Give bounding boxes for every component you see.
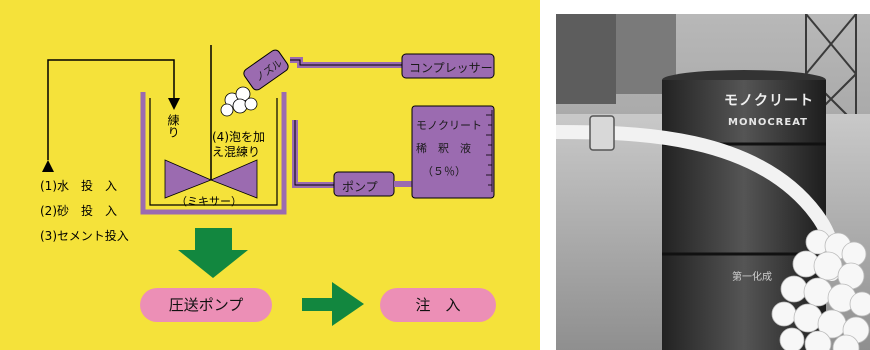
inject-pill: 注 入 (380, 288, 496, 322)
input-line (47, 59, 175, 160)
foam-pile (771, 229, 870, 350)
right-arrow (302, 282, 364, 326)
input-arrow-down (168, 98, 180, 110)
input-arrow-up (42, 160, 54, 172)
drum-maker: 第一化成 (732, 272, 772, 283)
down-arrow (178, 228, 248, 278)
mix-label: 練り (166, 114, 180, 138)
tank-label-2: 稀 釈 液 (416, 142, 471, 155)
nozzle (243, 49, 289, 91)
compressor-label: コンプレッサー (409, 61, 493, 75)
step-sand: (2)砂 投 入 (40, 204, 117, 218)
mixer-blade-left (164, 159, 213, 199)
step-cement: (3)セメント投入 (40, 229, 129, 243)
pressure-pump-pill: 圧送ポンプ (140, 288, 272, 322)
mixer-blade-right (209, 159, 258, 199)
diluent-tank (411, 105, 495, 199)
process-diagram: (1)水 投 入 (2)砂 投 入 (3)セメント投入 練り (4)泡を加え混練… (0, 0, 540, 350)
drum-logo: モノクリート (724, 93, 814, 109)
hose-coupling (589, 115, 615, 151)
compressor-box (401, 53, 495, 79)
diagram-lines (42, 45, 495, 326)
drum (662, 80, 826, 350)
step-water: (1)水 投 入 (40, 179, 117, 193)
pump-label: ポンプ (342, 180, 378, 194)
mixer-label: （ミキサー） (176, 195, 242, 208)
foam-label: (4)泡を加え混練り (212, 130, 265, 159)
foam-cloud (220, 86, 258, 117)
tank-label-1: モノクリート (416, 119, 482, 132)
mixer-vessel (140, 92, 287, 215)
photo-scene (556, 14, 870, 350)
drum-photo: モノクリート MONOCREAT 第一化成 (556, 14, 870, 350)
drum-brand: MONOCREAT (728, 117, 808, 128)
tank-label-3: （５％） (422, 165, 466, 178)
